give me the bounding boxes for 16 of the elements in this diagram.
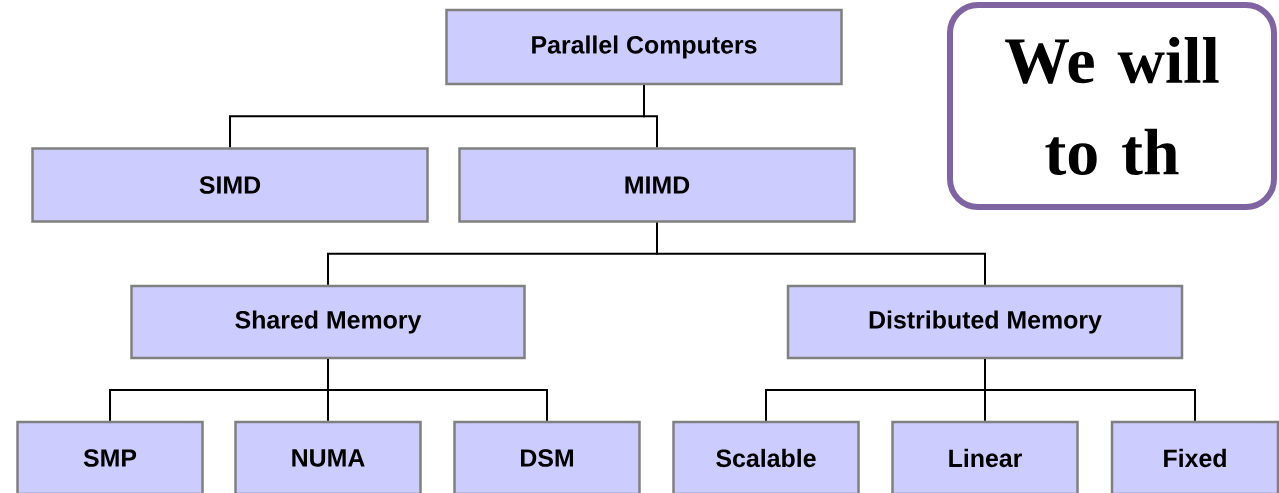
category-box: NUMA (234, 420, 422, 493)
connector-line (327, 358, 548, 422)
category-box: Linear (891, 420, 1079, 493)
category-box: Distributed Memory (786, 284, 1184, 360)
connector-line (656, 221, 986, 286)
connector-line (984, 358, 1196, 422)
category-box: Parallel Computers (445, 8, 843, 86)
category-box: SIMD (31, 147, 429, 223)
category-box: Shared Memory (130, 284, 526, 360)
callout-box: We will to th (947, 2, 1277, 210)
connector-line (643, 84, 658, 149)
category-box: Scalable (672, 420, 860, 493)
category-box: MIMD (458, 147, 856, 223)
category-box: Fixed (1110, 420, 1279, 493)
category-box: SMP (16, 420, 204, 493)
category-box: DSM (453, 420, 641, 493)
